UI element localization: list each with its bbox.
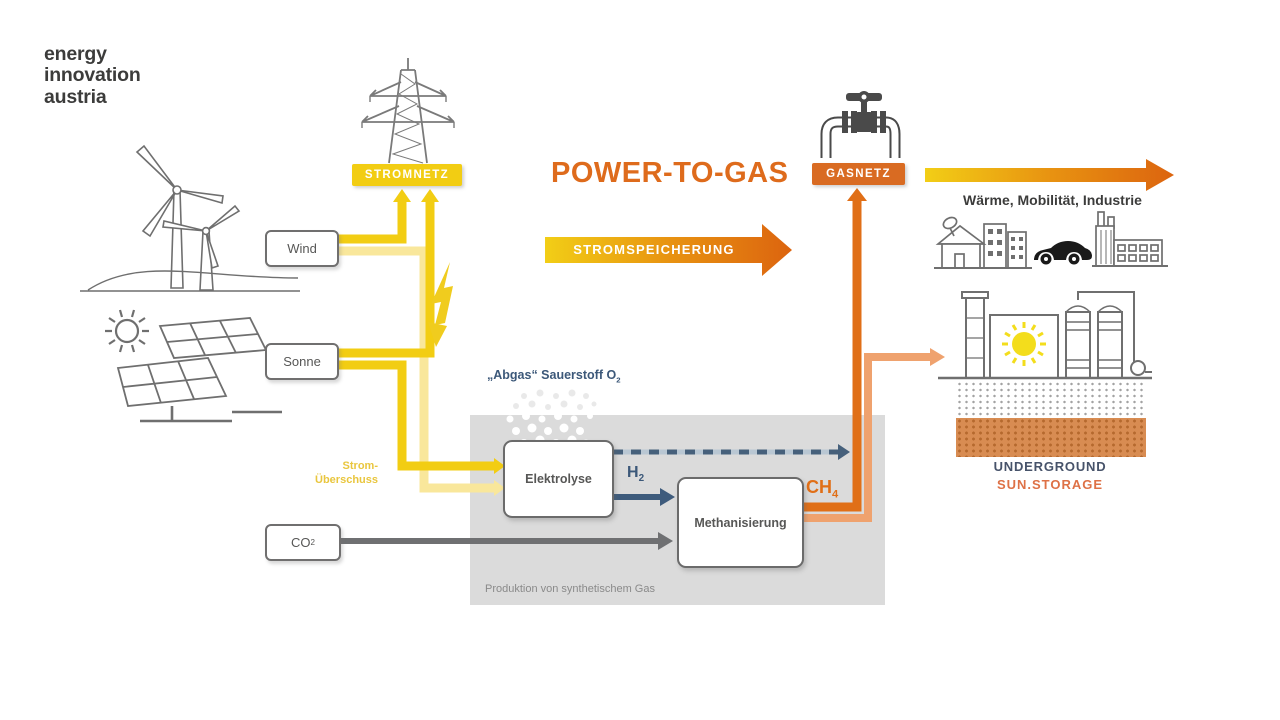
co2-label: CO [291,535,311,550]
underground-strata-upper [956,381,1146,418]
methanisierung-box: Methanisierung [677,477,804,568]
o2-dashed-line [613,444,850,460]
page-title: POWER-TO-GAS [551,157,789,189]
stromspeicherung-label: STROMSPEICHERUNG [573,242,735,257]
pipe-valve-icon [820,91,901,158]
underground-strata-lower [956,418,1146,457]
storage-caption: UNDERGROUND SUN.STORAGE [970,458,1130,493]
logo-line-2: innovation [44,64,141,87]
ch4-to-storage-line [800,348,945,522]
lightning-icon [428,262,453,347]
stromnetz-banner: STROMNETZ [352,164,462,186]
brand-logo: energy innovation austria [44,43,141,108]
logo-line-3: austria [44,85,107,108]
stromspeicherung-arrow [545,224,792,276]
factory-icon [1092,211,1168,267]
solar-panels-icon [105,309,282,423]
abgas-label: „Abgas“ Sauerstoff O2 [487,368,621,385]
logo-line-1: energy [44,43,107,65]
ch4-to-gasnetz-line [800,188,867,512]
underground-label: UNDERGROUND [993,459,1107,474]
ch4-label: CH4 [806,477,839,501]
surplus-label: Strom- Überschuss [315,460,378,487]
elektrolyse-box: Elektrolyse [503,440,614,518]
car-icon [1034,241,1092,265]
wind-surplus-line [335,246,505,496]
house-icon [934,216,1032,269]
sonne-surplus-line [335,360,505,474]
storage-facility-icon [938,291,1152,380]
co2-line [337,532,673,550]
sonne-node: Sonne [265,343,339,380]
usage-caption: Wärme, Mobilität, Industrie [963,192,1142,208]
wind-turbines-icon [80,144,300,292]
sunstorage-label: SUN.STORAGE [996,476,1104,492]
usage-arrow [925,159,1174,191]
sonne-to-stromnetz-line [335,189,439,358]
pylon-icon [361,58,455,164]
h2-label: H2 [627,464,645,485]
o2-bubbles-icon [506,389,597,447]
panel-caption: Produktion von synthetischem Gas [485,583,655,595]
wind-node: Wind [265,230,339,267]
wind-to-stromnetz-line [335,189,411,244]
gasnetz-banner: GASNETZ [812,163,905,185]
h2-arrow [610,488,675,506]
